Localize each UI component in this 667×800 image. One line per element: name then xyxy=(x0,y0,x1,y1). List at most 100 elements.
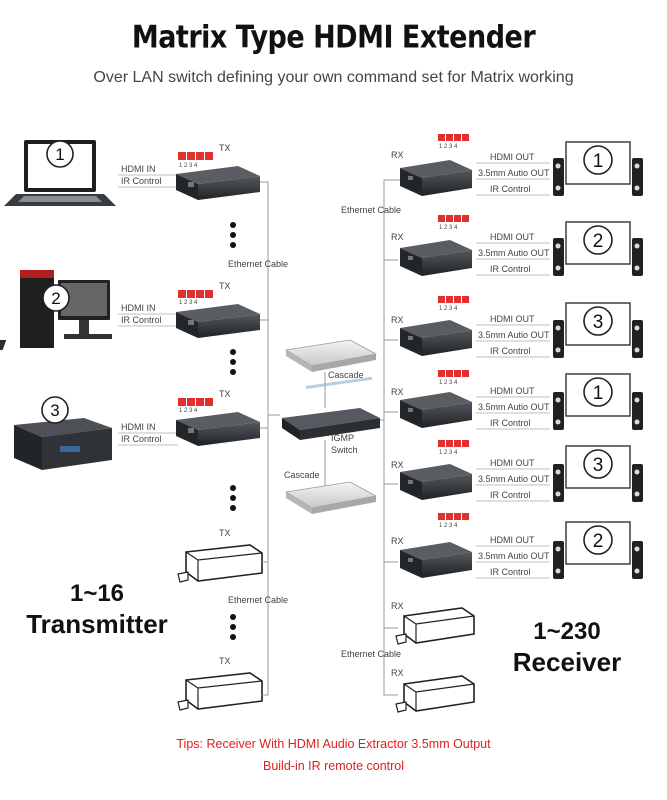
igmp-switch xyxy=(282,376,380,440)
ethernet-cable-label: Ethernet Cable xyxy=(341,649,401,659)
transmitter-outline-2: TX xyxy=(177,656,263,711)
transmitter-label: Transmitter xyxy=(26,609,168,639)
svg-text:3.5mm Autio OUT: 3.5mm Autio OUT xyxy=(478,168,550,178)
source-labels: HDMI IN IR Control HDMI IN IR Control HD… xyxy=(118,164,178,446)
display-number: 1 xyxy=(593,383,604,404)
ir-control-label: IR Control xyxy=(121,315,162,325)
rx-label: RX xyxy=(391,668,404,678)
receiver-2: RX 1 2 3 4 xyxy=(391,215,472,276)
media-player-source-3: 3 xyxy=(14,396,112,470)
svg-text:3.5mm Autio OUT: 3.5mm Autio OUT xyxy=(478,402,550,412)
svg-text:1 2 3 4: 1 2 3 4 xyxy=(439,306,458,312)
ethernet-cable-label: Ethernet Cable xyxy=(228,259,288,269)
tips-line-2: Build-in IR remote control xyxy=(262,759,405,773)
ethernet-cable-label: Ethernet Cable xyxy=(228,595,288,605)
ellipsis-dots xyxy=(230,222,236,640)
display-4: 1 xyxy=(553,373,643,430)
transmitter-2: 1 2 3 4 TX xyxy=(176,281,260,338)
svg-text:HDMI OUT: HDMI OUT xyxy=(490,386,535,396)
ethernet-cable-label: Ethernet Cable xyxy=(341,205,401,215)
switch-label: Switch xyxy=(331,445,358,455)
svg-text:1 2 3 4: 1 2 3 4 xyxy=(439,523,458,529)
hdmi-in-label: HDMI IN xyxy=(121,422,156,432)
svg-text:IR Control: IR Control xyxy=(490,346,531,356)
receiver-label: Receiver xyxy=(513,647,621,677)
receiver-1: RX 1 2 3 4 xyxy=(391,134,472,196)
tx-label: TX xyxy=(219,389,231,399)
rx-label: RX xyxy=(391,536,404,546)
receiver-5: RX 1 2 3 4 xyxy=(391,440,472,500)
receiver-4: RX 1 2 3 4 xyxy=(391,370,472,428)
cascade-label: Cascade xyxy=(284,470,320,480)
receiver-6: RX 1 2 3 4 xyxy=(391,513,472,578)
svg-text:1 2 3 4: 1 2 3 4 xyxy=(179,163,198,169)
tx-bus-lines xyxy=(260,181,280,696)
svg-text:1 2 3 4: 1 2 3 4 xyxy=(179,408,198,414)
svg-text:HDMI OUT: HDMI OUT xyxy=(490,232,535,242)
receiver-outline-1: RX xyxy=(391,601,475,645)
svg-text:HDMI OUT: HDMI OUT xyxy=(490,314,535,324)
tx-label: TX xyxy=(219,143,231,153)
tx-label: TX xyxy=(219,656,231,666)
svg-text:3.5mm Autio OUT: 3.5mm Autio OUT xyxy=(478,330,550,340)
svg-text:1 2 3 4: 1 2 3 4 xyxy=(439,225,458,231)
hdmi-in-label: HDMI IN xyxy=(121,164,156,174)
display-number: 1 xyxy=(593,151,604,172)
rx-label: RX xyxy=(391,232,404,242)
laptop-source-1: 1 xyxy=(4,140,116,206)
svg-text:1 2 3 4: 1 2 3 4 xyxy=(439,450,458,456)
transmitter-count: 1~16 xyxy=(70,580,124,607)
svg-text:IR Control: IR Control xyxy=(490,184,531,194)
source-number-1: 1 xyxy=(55,145,64,164)
tips-line-1: Tips: Receiver With HDMI Audio Extractor… xyxy=(176,737,491,751)
rx-bus-lines xyxy=(380,179,400,696)
svg-text:1 2 3 4: 1 2 3 4 xyxy=(179,300,198,306)
tx-label: TX xyxy=(219,281,231,291)
display-number: 3 xyxy=(593,455,604,476)
receiver-3: RX 1 2 3 4 xyxy=(391,296,472,356)
svg-text:HDMI OUT: HDMI OUT xyxy=(490,535,535,545)
receiver-outline-2: RX xyxy=(391,668,475,713)
cascade-switch-top xyxy=(284,339,378,372)
svg-text:IR Control: IR Control xyxy=(490,418,531,428)
svg-text:3.5mm Autio OUT: 3.5mm Autio OUT xyxy=(478,248,550,258)
transmitter-outline-1: TX xyxy=(177,528,263,583)
rx-label: RX xyxy=(391,387,404,397)
svg-text:1 2 3 4: 1 2 3 4 xyxy=(439,144,458,150)
svg-text:HDMI OUT: HDMI OUT xyxy=(490,458,535,468)
svg-text:IR Control: IR Control xyxy=(490,490,531,500)
rx-label: RX xyxy=(391,315,404,325)
svg-text:1 2 3 4: 1 2 3 4 xyxy=(439,380,458,386)
rx-label: RX xyxy=(391,601,404,611)
cascade-switch-bottom xyxy=(284,481,378,514)
rx-label: RX xyxy=(391,460,404,470)
cascade-label: Cascade xyxy=(328,370,364,380)
source-number-2: 2 xyxy=(51,289,60,308)
receiver-output-labels: HDMI OUT 3.5mm Autio OUT IR Control HDMI… xyxy=(476,152,550,579)
page-title: Matrix Type HDMI Extender xyxy=(131,19,536,56)
receiver-count: 1~230 xyxy=(533,618,600,645)
svg-text:IR Control: IR Control xyxy=(490,567,531,577)
rx-label: RX xyxy=(391,150,404,160)
display-3: 3 xyxy=(553,302,643,358)
display-number: 2 xyxy=(593,231,604,252)
svg-text:IR Control: IR Control xyxy=(490,264,531,274)
ir-control-label: IR Control xyxy=(121,176,162,186)
tx-label: TX xyxy=(219,528,231,538)
ir-control-label: IR Control xyxy=(121,434,162,444)
svg-text:HDMI OUT: HDMI OUT xyxy=(490,152,535,162)
display-5: 3 xyxy=(553,445,643,502)
igmp-label: IGMP xyxy=(331,433,354,443)
display-6: 2 xyxy=(553,521,643,579)
display-1: 1 xyxy=(553,141,643,196)
transmitter-3: 1 2 3 4 TX xyxy=(176,389,260,446)
page-subtitle: Over LAN switch defining your own comman… xyxy=(93,69,574,86)
desktop-source-2: 2 xyxy=(0,270,112,350)
transmitter-1: 1 2 3 4 TX xyxy=(176,143,260,200)
display-number: 2 xyxy=(593,531,604,552)
source-number-3: 3 xyxy=(50,401,59,420)
svg-text:3.5mm Autio OUT: 3.5mm Autio OUT xyxy=(478,474,550,484)
display-number: 3 xyxy=(593,312,604,333)
svg-text:3.5mm Autio OUT: 3.5mm Autio OUT xyxy=(478,551,550,561)
